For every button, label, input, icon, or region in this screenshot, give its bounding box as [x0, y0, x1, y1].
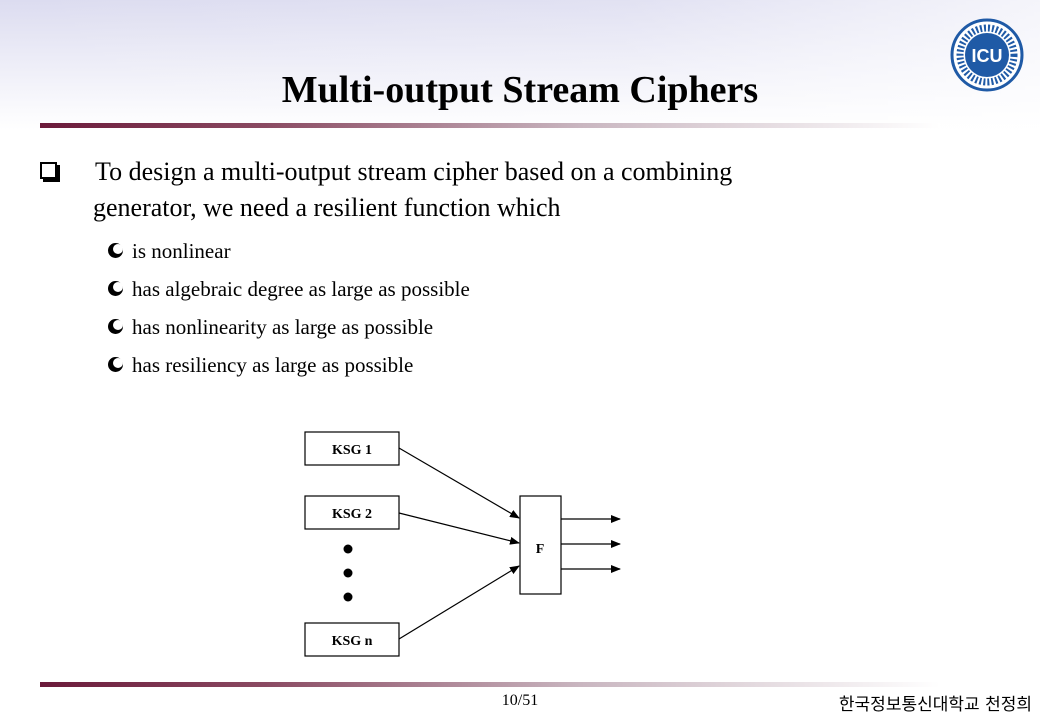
sub-bullet-text: has nonlinearity as large as possible: [132, 315, 434, 339]
input-arrow: [398, 512, 520, 545]
ksg-label: KSG n: [332, 634, 373, 649]
ksg-box-n: KSG n: [304, 622, 400, 657]
icu-logo: ICU: [950, 18, 1024, 92]
input-arrow: [398, 565, 520, 640]
sub-bullet: has nonlinearity as large as possible: [108, 308, 470, 346]
ellipsis-dot: [343, 568, 353, 578]
input-arrow: [398, 447, 520, 519]
sub-bullet-text: has algebraic degree as large as possibl…: [132, 277, 470, 301]
sub-bullet-list: is nonlinear has algebraic degree as lar…: [108, 232, 470, 384]
sub-bullet-text: is nonlinear: [132, 239, 231, 263]
logo-text: ICU: [972, 46, 1003, 66]
ksg-box-1: KSG 1: [304, 431, 400, 466]
top-rule: [40, 123, 940, 128]
bottom-rule: [40, 682, 940, 687]
sub-bullet: has resiliency as large as possible: [108, 346, 470, 384]
function-f-box: F: [519, 495, 562, 595]
crescent-bullet-icon: [108, 281, 123, 296]
crescent-bullet-icon: [108, 319, 123, 334]
slide-title: Multi-output Stream Ciphers: [281, 69, 759, 111]
ksg-box-2: KSG 2: [304, 495, 400, 530]
ksg-label: KSG 1: [332, 443, 372, 458]
main-bullet-line1: To design a multi-output stream cipher b…: [95, 157, 733, 186]
main-bullet: To design a multi-output stream cipher b…: [40, 154, 900, 226]
sub-bullet-text: has resiliency as large as possible: [132, 353, 414, 377]
header-background: [0, 0, 1040, 130]
ellipsis-dot: [343, 592, 353, 602]
function-label: F: [536, 542, 545, 557]
crescent-bullet-icon: [108, 357, 123, 372]
crescent-bullet-icon: [108, 243, 123, 258]
sub-bullet: has algebraic degree as large as possibl…: [108, 270, 470, 308]
main-bullet-line2: generator, we need a resilient function …: [93, 193, 561, 222]
ellipsis-dot: [343, 544, 353, 554]
ksg-label: KSG 2: [332, 507, 372, 522]
footer-credit: 한국정보통신대학교 천정희: [838, 695, 1032, 715]
page-number: 10/51: [501, 692, 539, 709]
square-bullet-icon: [40, 162, 57, 179]
sub-bullet: is nonlinear: [108, 232, 470, 270]
